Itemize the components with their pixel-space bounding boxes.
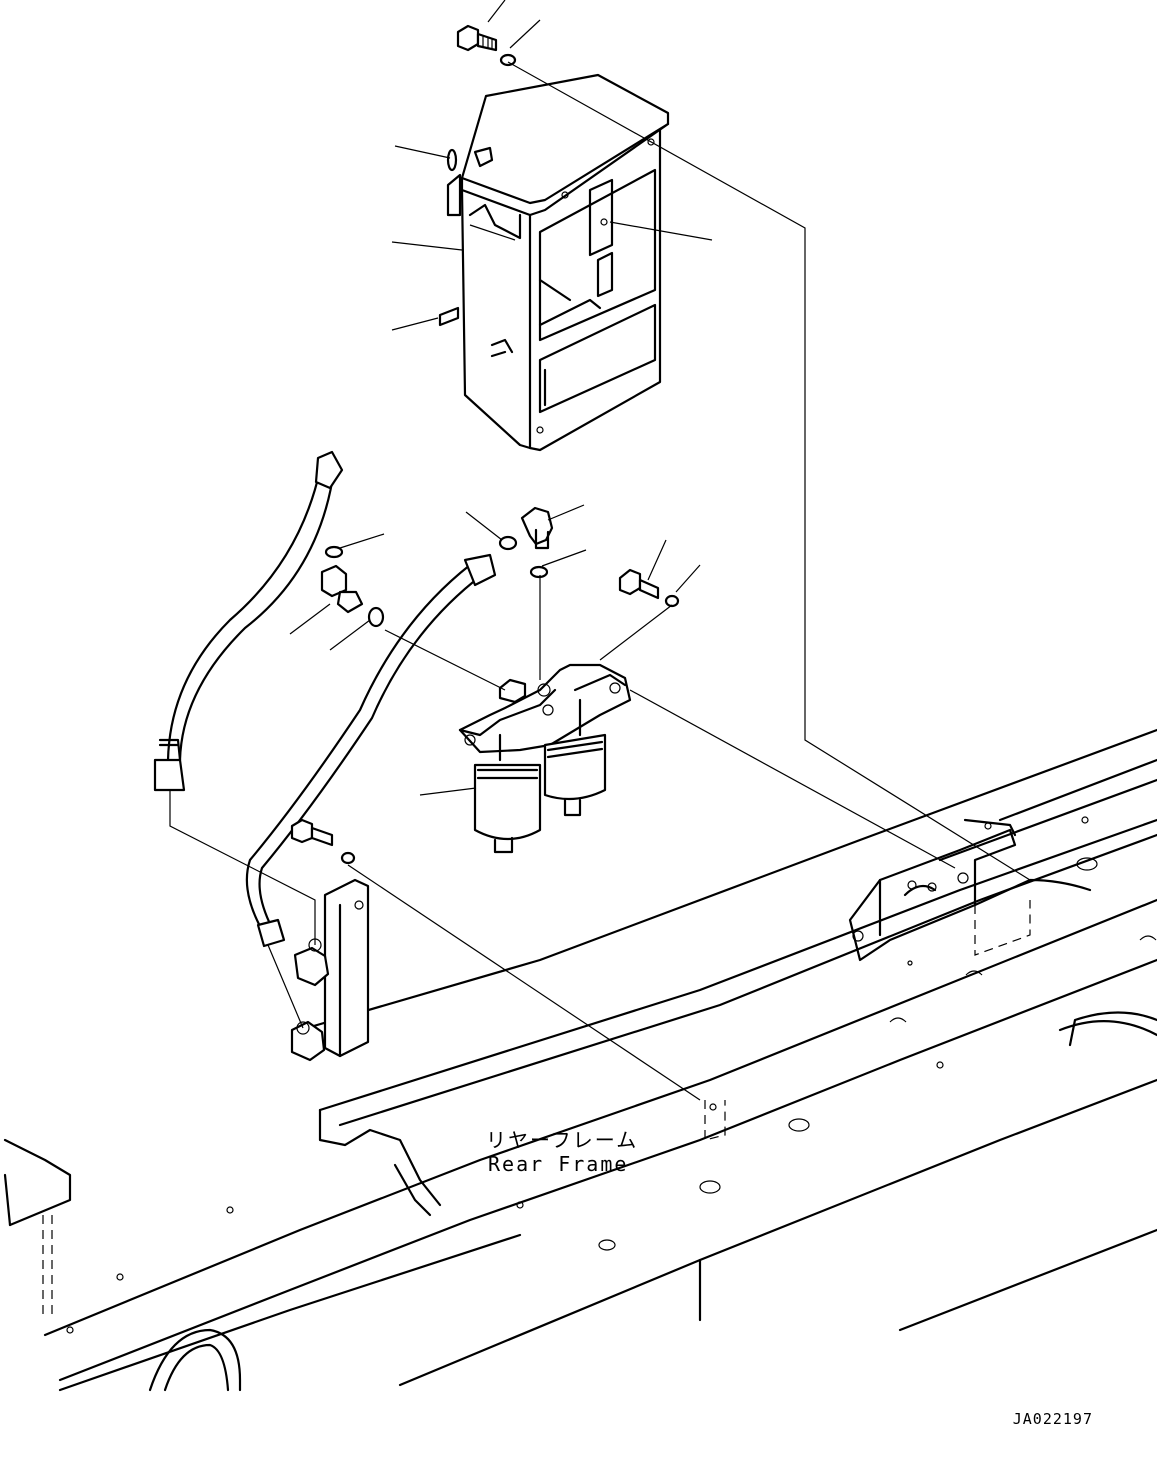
fuel-filter-assembly <box>458 663 632 854</box>
top-bolt <box>456 24 517 67</box>
fuel-hose-left <box>153 450 344 792</box>
elbow-fitting-top <box>520 506 554 550</box>
bracket-bolt <box>290 818 356 865</box>
rear-frame <box>3 728 1157 1392</box>
frame-label-japanese: リヤーフレーム <box>486 1128 639 1152</box>
frame-mount-bracket <box>848 818 1092 966</box>
filter-cover <box>446 73 670 452</box>
o-rings <box>324 535 549 628</box>
drawing-id: JA022197 <box>1012 1410 1093 1428</box>
cover-small-parts <box>438 146 514 358</box>
elbow-fitting-left <box>320 564 364 614</box>
connector-bracket <box>290 878 370 1062</box>
fuel-hose-right <box>245 553 497 948</box>
filter-bolt <box>618 568 680 608</box>
leader-lines <box>169 0 1031 1101</box>
frame-label-english: Rear Frame <box>488 1152 629 1176</box>
